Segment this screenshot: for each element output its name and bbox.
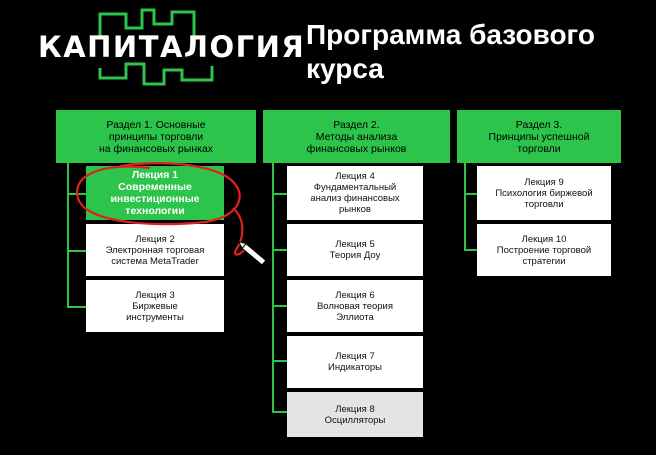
connector-branch [272, 305, 288, 307]
lecture-7-card: Лекция 7 Индикаторы [287, 336, 423, 388]
lecture-line: Осцилляторы [324, 414, 386, 426]
connector-branch [272, 360, 288, 362]
connector-branch [272, 249, 288, 251]
lecture-line: Эллиота [336, 311, 374, 323]
lecture-line: инструменты [126, 311, 184, 323]
lecture-line: Лекция 4 [335, 171, 375, 182]
header-line: Методы анализа [315, 130, 398, 143]
lecture-line: технологии [125, 205, 185, 217]
connector-branch [67, 306, 87, 308]
lecture-line: Индикаторы [327, 362, 382, 373]
lecture-4-card: Лекция 4 Фундаментальный анализ финансов… [287, 166, 423, 220]
lecture-line: стратегии [522, 255, 566, 267]
header-line: Раздел 3. [515, 118, 563, 131]
lecture-1-card: Лекция 1 Современные инвестиционные техн… [86, 166, 224, 220]
lecture-line: Лекция 1 [131, 169, 179, 181]
connector-branch [272, 193, 288, 195]
lecture-line: Лекция 7 [335, 351, 375, 362]
lecture-line: Лекция 8 [335, 403, 375, 415]
lecture-2-card: Лекция 2 Электронная торговая система Me… [86, 224, 224, 276]
lecture-line: рынков [339, 204, 371, 215]
lecture-3-card: Лекция 3 Биржевые инструменты [86, 280, 224, 332]
logo-text: КАПИТАЛОГИЯ [38, 30, 306, 64]
header-line: торговли [517, 142, 561, 155]
lecture-line: анализ финансовых [310, 193, 400, 204]
connector-branch [464, 193, 478, 195]
connector-section-2 [272, 163, 274, 412]
section-1-header: Раздел 1. Основные принципы торговли на … [56, 110, 256, 163]
lecture-line: система MetaTrader [111, 255, 199, 267]
lecture-line: торговли [524, 198, 564, 210]
lecture-6-card: Лекция 6 Волновая теория Эллиота [287, 280, 423, 332]
lecture-8-card: Лекция 8 Осцилляторы [287, 392, 423, 437]
lecture-9-card: Лекция 9 Психология биржевой торговли [477, 166, 611, 220]
lecture-line: Лекция 9 [524, 176, 564, 188]
lecture-10-card: Лекция 10 Построение торговой стратегии [477, 224, 611, 276]
page-title: Программа базового курса [306, 19, 595, 84]
lecture-line: Волновая теория [316, 300, 394, 312]
connector-branch [67, 250, 87, 252]
lecture-line: Лекция 10 [521, 233, 567, 245]
lecture-line: инвестиционные [110, 193, 200, 205]
header-line: на финансовых рынках [98, 142, 214, 155]
logo-mark-icon [98, 8, 214, 86]
lecture-line: Психология биржевой [495, 187, 593, 199]
connector-section-1 [67, 163, 69, 308]
connector-section-3 [464, 163, 466, 250]
header-line: финансовых рынков [306, 142, 407, 155]
lecture-line: Биржевые [132, 300, 178, 312]
connector-branch [272, 411, 288, 413]
header-line: Раздел 2. [333, 118, 380, 131]
section-3-header: Раздел 3. Принципы успешной торговли [457, 110, 621, 163]
lecture-line: Лекция 6 [335, 289, 375, 301]
lecture-line: Теория Доу [329, 250, 381, 261]
header-line: Раздел 1. Основные [106, 118, 206, 131]
lecture-line: Лекция 2 [135, 233, 175, 245]
lecture-5-card: Лекция 5 Теория Доу [287, 224, 423, 276]
header-line: Принципы успешной [488, 130, 590, 143]
connector-branch [464, 249, 478, 251]
lecture-line: Лекция 5 [335, 239, 375, 250]
lecture-line: Построение торговой [496, 244, 592, 256]
lecture-line: Фундаментальный [313, 182, 397, 193]
connector-branch [67, 193, 87, 195]
header-line: принципы торговли [108, 130, 204, 143]
lecture-line: Современные [118, 181, 192, 193]
section-2-header: Раздел 2. Методы анализа финансовых рынк… [263, 110, 450, 163]
lecture-line: Лекция 3 [135, 289, 175, 301]
lecture-line: Электронная торговая [105, 244, 205, 256]
